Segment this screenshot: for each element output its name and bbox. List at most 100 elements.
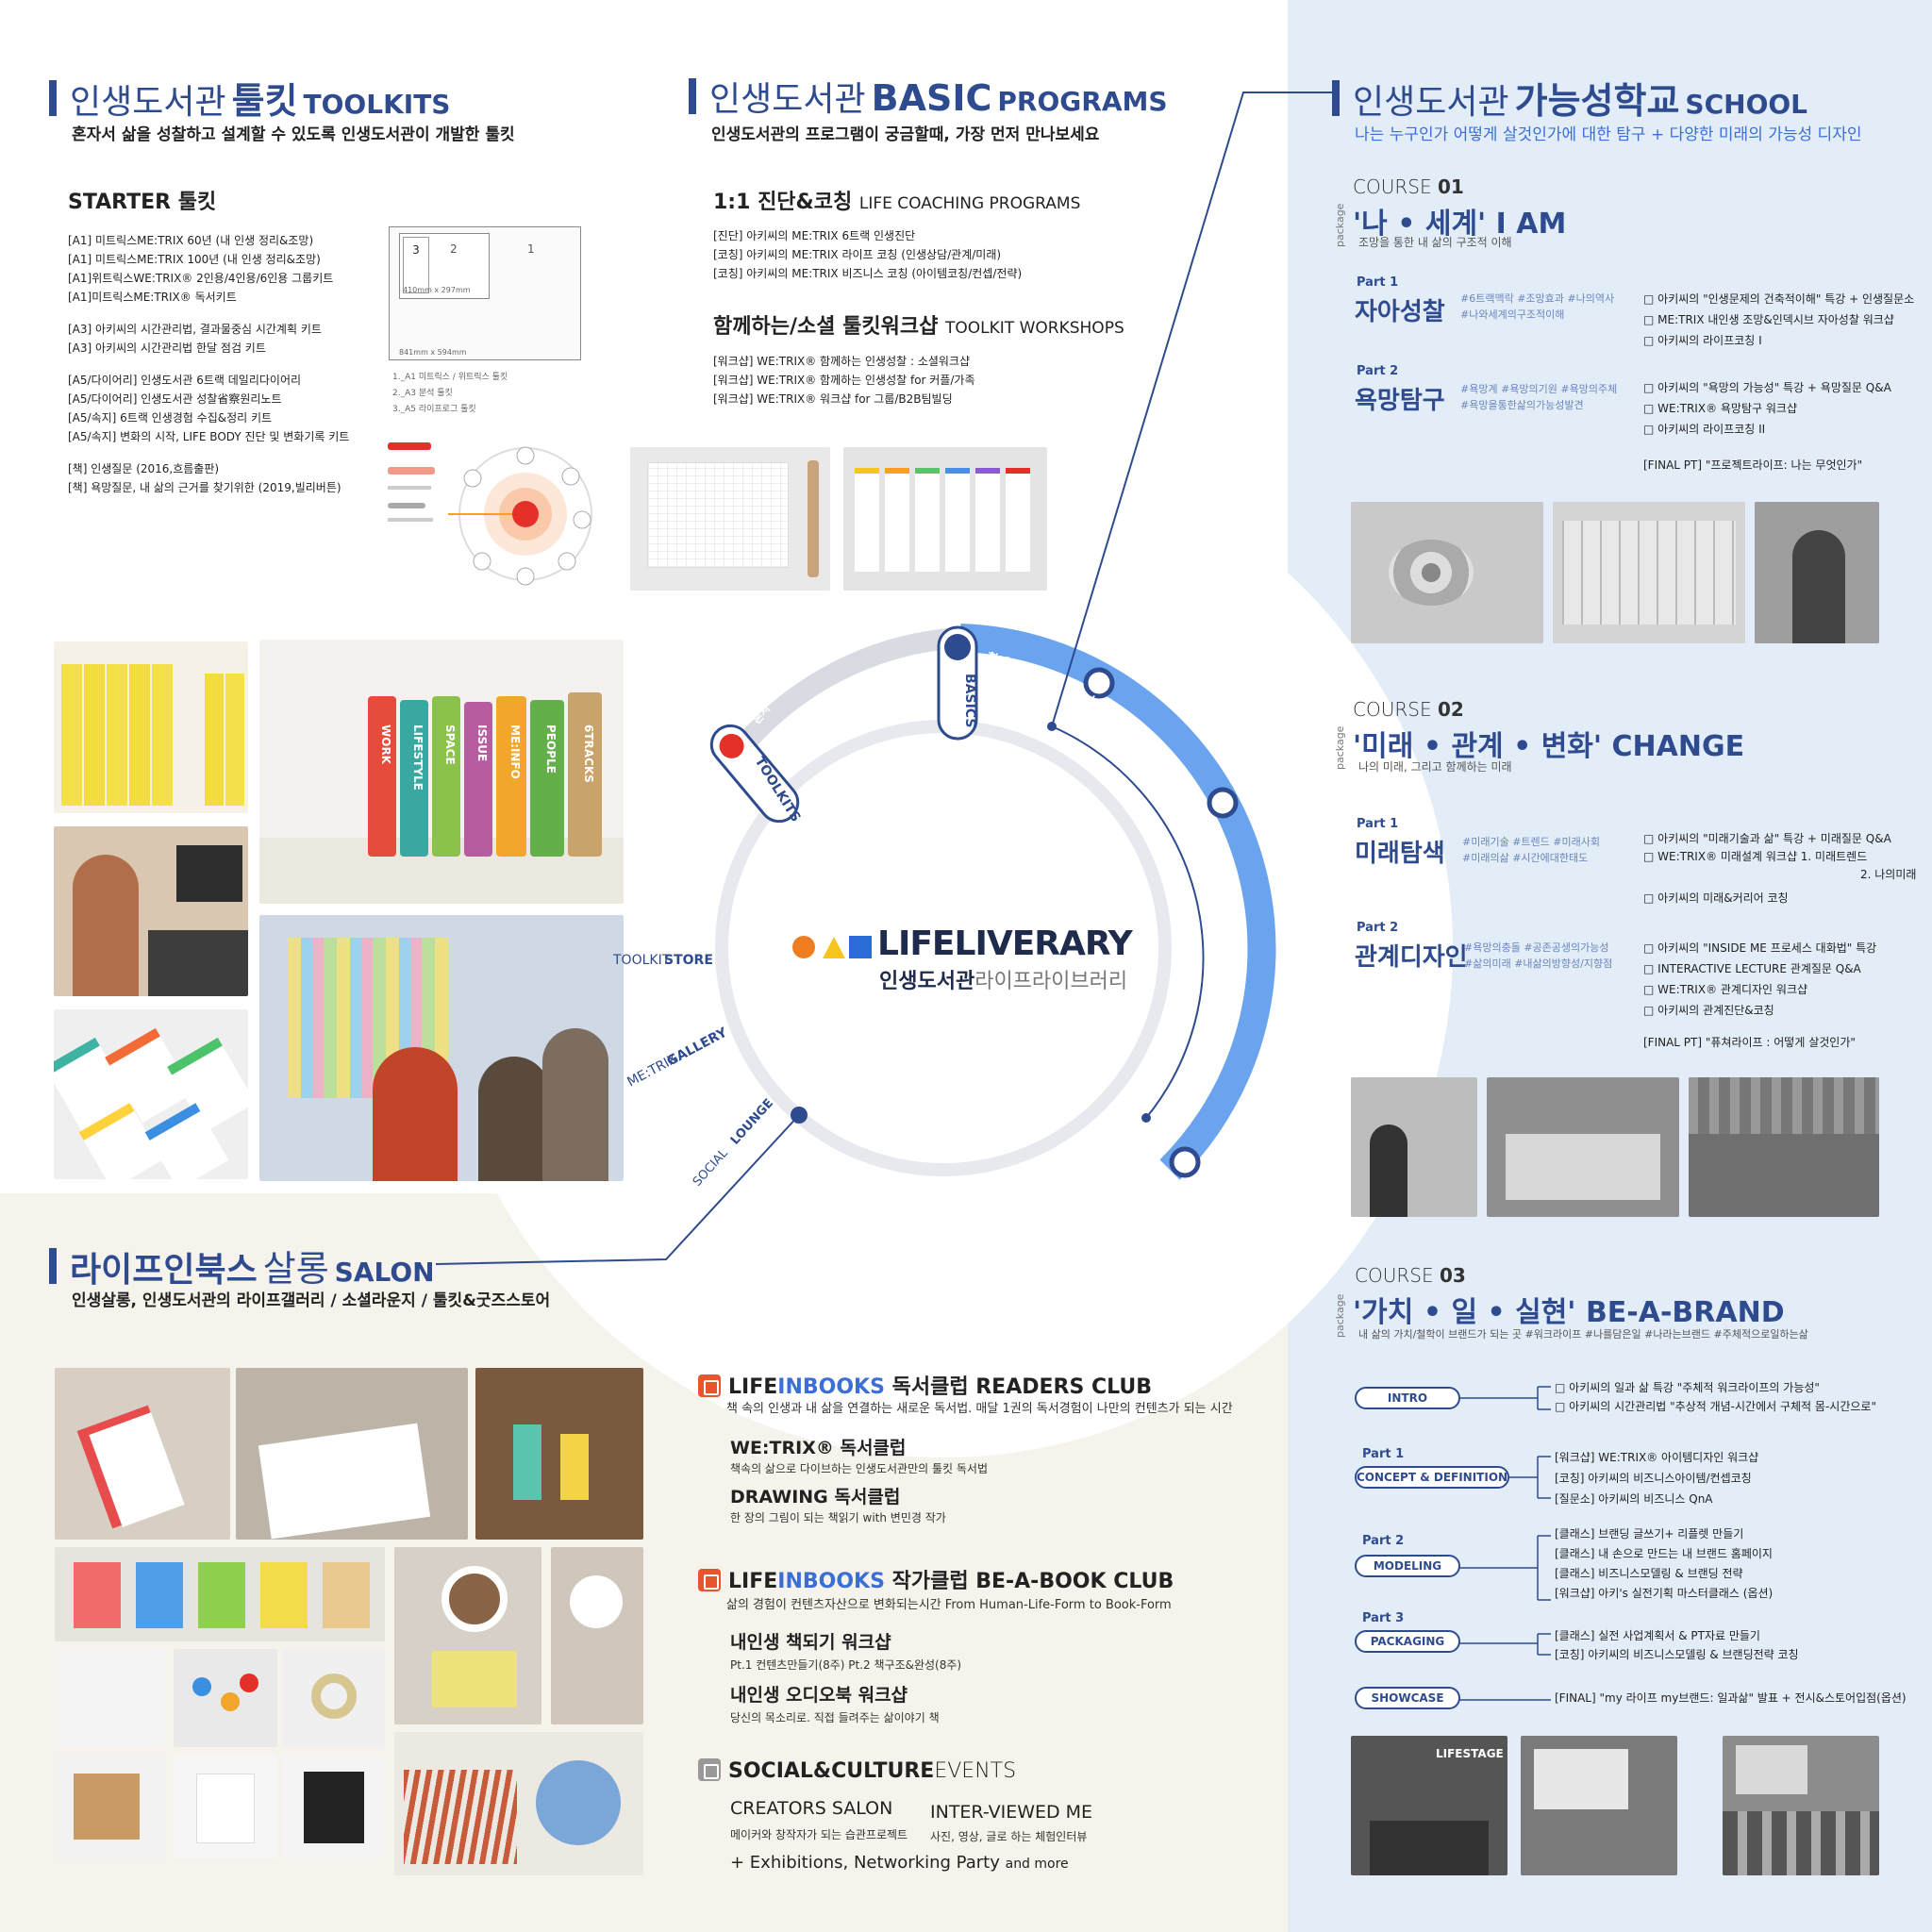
course3-number: COURSE 03 <box>1355 1264 1466 1287</box>
readers-club-desc: 책 속의 인생과 내 삶을 연결하는 새로운 독서법. 매달 1권의 독서경험이… <box>726 1402 1233 1416</box>
course1-part1-label: Part 1 <box>1357 275 1399 290</box>
course3-photo-1: LIFESTAGE <box>1351 1736 1507 1875</box>
course3-part3-label: Part 3 <box>1362 1611 1405 1625</box>
workshop-title: 함께하는/소셜 툴킷워크샵 TOOLKIT WORKSHOPS <box>713 315 1124 339</box>
course2-final: [FINAL PT] "퓨쳐라이프 : 어떻게 살것인가" <box>1643 1036 1856 1049</box>
course3-part1-items: [워크샵] WE:TRIX® 아이템디자인 워크샵[코칭] 아키씨의 비즈니스아… <box>1555 1451 1759 1506</box>
tube-label: ME:INFO <box>508 724 522 779</box>
modeling-pill: MODELING <box>1355 1555 1460 1577</box>
radial-toolkit-diagram <box>388 442 592 586</box>
course2-subtitle: 나의 미래, 그리고 함께하는 미래 <box>1358 760 1512 774</box>
drawing-club: DRAWING 독서클럽 <box>730 1487 901 1507</box>
tube-label: LIFESTYLE <box>411 724 425 791</box>
basics-ring-label: BASICS <box>962 674 977 727</box>
course1-part1-items: □ 아키씨의 "인생문제의 건축적이해" 특강 + 인생질문소□ ME:TRIX… <box>1643 292 1915 347</box>
salon-photo-notebooks <box>55 1547 385 1641</box>
audio-workshop-desc: 당신의 목소리로. 직접 들려주는 삶이야기 책 <box>730 1711 940 1724</box>
course1-photo-2 <box>1553 502 1745 643</box>
tube-label: 6TRACKS <box>582 724 595 783</box>
course2-part2-label: Part 2 <box>1357 921 1399 935</box>
interviewed-me: INTER-VIEWED ME <box>930 1802 1093 1823</box>
course1-part2-name: 욕망탐구 <box>1355 387 1445 415</box>
value-ring-label: 가치실현 <box>1127 1157 1166 1202</box>
salon-photo-drawing <box>236 1368 468 1540</box>
book-workshop: 내인생 책되기 워크샵 <box>730 1632 891 1653</box>
yellow-books-photo <box>54 641 248 813</box>
course1-part1-name: 자아성찰 <box>1355 298 1445 326</box>
course3-part2-label: Part 2 <box>1362 1534 1405 1548</box>
course1-part2-items: □ 아키씨의 "욕망의 가능성" 특강 + 욕망질문 Q&A□ WE:TRIX®… <box>1643 381 1891 436</box>
toolkits-subtitle: 혼자서 삶을 성찰하고 설계할 수 있도록 인생도서관이 개발한 툴킷 <box>72 125 515 144</box>
intro-items: □ 아키씨의 일과 삶 특강 "주체적 워크라이프의 가능성"□ 아키씨의 시간… <box>1555 1381 1876 1413</box>
course1-part2-label: Part 2 <box>1357 364 1399 378</box>
readers-club-title: LIFEINBOOKS 독서클럽 READERS CLUB <box>698 1370 1152 1400</box>
showcase-pill: SHOWCASE <box>1355 1687 1460 1709</box>
logo-subtext: 인생도서관라이프라이브러리 <box>879 970 1128 993</box>
course3-title: '가치 • 일 • 실현' BE-A-BRAND <box>1353 1296 1785 1329</box>
gallery-wall-photo <box>259 915 624 1181</box>
course2-part1-items: □ 아키씨의 "미래기술과 삶" 특강 + 미래질문 Q&A□ WE:TRIX®… <box>1643 832 1917 905</box>
audio-workshop: 내인생 오디오북 워크샵 <box>730 1685 908 1706</box>
course2-part1-tags: #미래기술 #트렌드 #미래사회#미래의삶 #시간에대한태도 <box>1462 836 1600 864</box>
showcase-item: [FINAL] "my 라이프 my브랜드: 일과삶" 발표 + 전시&스토어입… <box>1555 1691 1907 1705</box>
store-b-ring-label: STORE <box>664 953 713 968</box>
school-subtitle: 나는 누구인가 어떻게 살것인가에 대한 탐구 + 다양한 미래의 가능성 디자… <box>1355 125 1862 144</box>
events-title: SOCIAL&CULTUREEVENTS <box>698 1758 1016 1783</box>
course3-subtitle: 내 삶의 가치/철학이 브랜드가 되는 곳 #워크라이프 #나를담은일 #나라는… <box>1358 1328 1808 1341</box>
coaching-title: 1:1 진단&코칭 LIFE COACHING PROGRAMS <box>713 191 1081 214</box>
package-label-3: package <box>1334 1293 1346 1338</box>
course1-part1-tags: #6트랙맥락 #조망효과 #나의역사#나와세계의구조적이해 <box>1460 292 1615 321</box>
course1-subtitle: 조망을 통한 내 삶의 구조적 이해 <box>1358 236 1512 249</box>
course2-photo-3 <box>1689 1077 1879 1217</box>
salon-photo-magnets <box>174 1649 277 1747</box>
events-icon <box>698 1758 721 1781</box>
salon-photo-tshirt-black <box>283 1755 385 1858</box>
course2-photo-2 <box>1487 1077 1679 1217</box>
course3-part2-items: [클래스] 브랜딩 글쓰기+ 리플렛 만들기[클래스] 내 손으로 만드는 내 … <box>1555 1527 1774 1600</box>
toolkit-size-diagram: 3 2 1 410mm x 297mm 841mm x 594mm <box>389 226 581 360</box>
tube-label: PEOPLE <box>544 724 558 774</box>
salon-photo-tshirt-white <box>174 1755 277 1858</box>
wetrix-desc: 책속의 삶으로 다이브하는 인생도서관만의 툴킷 독서법 <box>730 1462 988 1475</box>
salon-photo-book <box>55 1368 230 1540</box>
wetrix-club: WE:TRIX® 독서클럽 <box>730 1438 907 1458</box>
course2-part2-tags: #욕망의충돌 #공존공생의가능성#삶의미래 #내삶의방향성/지향점 <box>1464 941 1613 970</box>
course3-part1-label: Part 1 <box>1362 1447 1405 1461</box>
course3-part3-items: [클래스] 실전 사업계획서 & PT자료 만들기[코칭] 아키씨의 비즈니스모… <box>1555 1629 1799 1661</box>
salon-subtitle: 인생살롱, 인생도서관의 라이프갤러리 / 소셜라운지 / 툴킷&굿즈스토어 <box>72 1291 551 1310</box>
interviewed-desc: 사진, 영상, 글로 하는 체험인터뷰 <box>930 1830 1088 1843</box>
more-events: + Exhibitions, Networking Party and more <box>730 1853 1069 1873</box>
salon-title: 라이프인북스 살롱 SALON <box>49 1240 435 1291</box>
notebooks-photo <box>54 1009 248 1179</box>
salon-photo-pencils <box>394 1732 643 1875</box>
toolkits-title: 인생도서관 툴킷 TOOLKITS <box>49 72 450 124</box>
course1-title: '나 • 세계' I AM <box>1353 208 1567 241</box>
course2-part1-name: 미래탐색 <box>1355 840 1445 868</box>
course3-brackets <box>1453 1386 1551 1701</box>
author-club-icon <box>698 1569 721 1591</box>
tube-label: SPACE <box>443 724 457 765</box>
diagram-legend: 1._A1 미트릭스 / 위트릭스 툴킷 2._A3 분석 툴킷 3._A5 라… <box>392 373 508 414</box>
metrix-chart-photo <box>630 447 830 591</box>
author-club-title: LIFEINBOOKS 작가클럽 BE-A-BOOK CLUB <box>698 1564 1174 1594</box>
intro-pill: INTRO <box>1355 1387 1460 1409</box>
course2-photo-1 <box>1351 1077 1477 1217</box>
salon-photo-tape <box>283 1649 385 1747</box>
course1-photo-1 <box>1351 502 1543 643</box>
concept-pill: CONCEPT & DEFINITION <box>1355 1466 1509 1489</box>
creators-salon: CREATORS SALON <box>730 1798 893 1819</box>
course1-part2-tags: #욕망계 #욕망의기원 #욕망의주체#욕망을통한삶의가능성발견 <box>1460 383 1618 411</box>
school-title: 인생도서관 가능성학교 SCHOOL <box>1332 72 1807 124</box>
package-label: package <box>1334 203 1346 247</box>
creators-desc: 메이커와 창작자가 되는 습관프로젝트 <box>730 1828 908 1841</box>
tube-label: WORK <box>379 724 392 765</box>
lounge-b-ring-label: LOUNGE <box>728 1096 776 1148</box>
gallery-b-ring-label: GALLERY <box>664 1024 730 1069</box>
podcast-photo <box>54 826 248 996</box>
book-club-icon <box>698 1374 721 1397</box>
drawing-desc: 한 장의 그림이 되는 책읽기 with 변민경 작가 <box>730 1511 946 1524</box>
salon-photo-stickers <box>55 1649 166 1747</box>
salon-photo-coffee <box>394 1547 541 1724</box>
